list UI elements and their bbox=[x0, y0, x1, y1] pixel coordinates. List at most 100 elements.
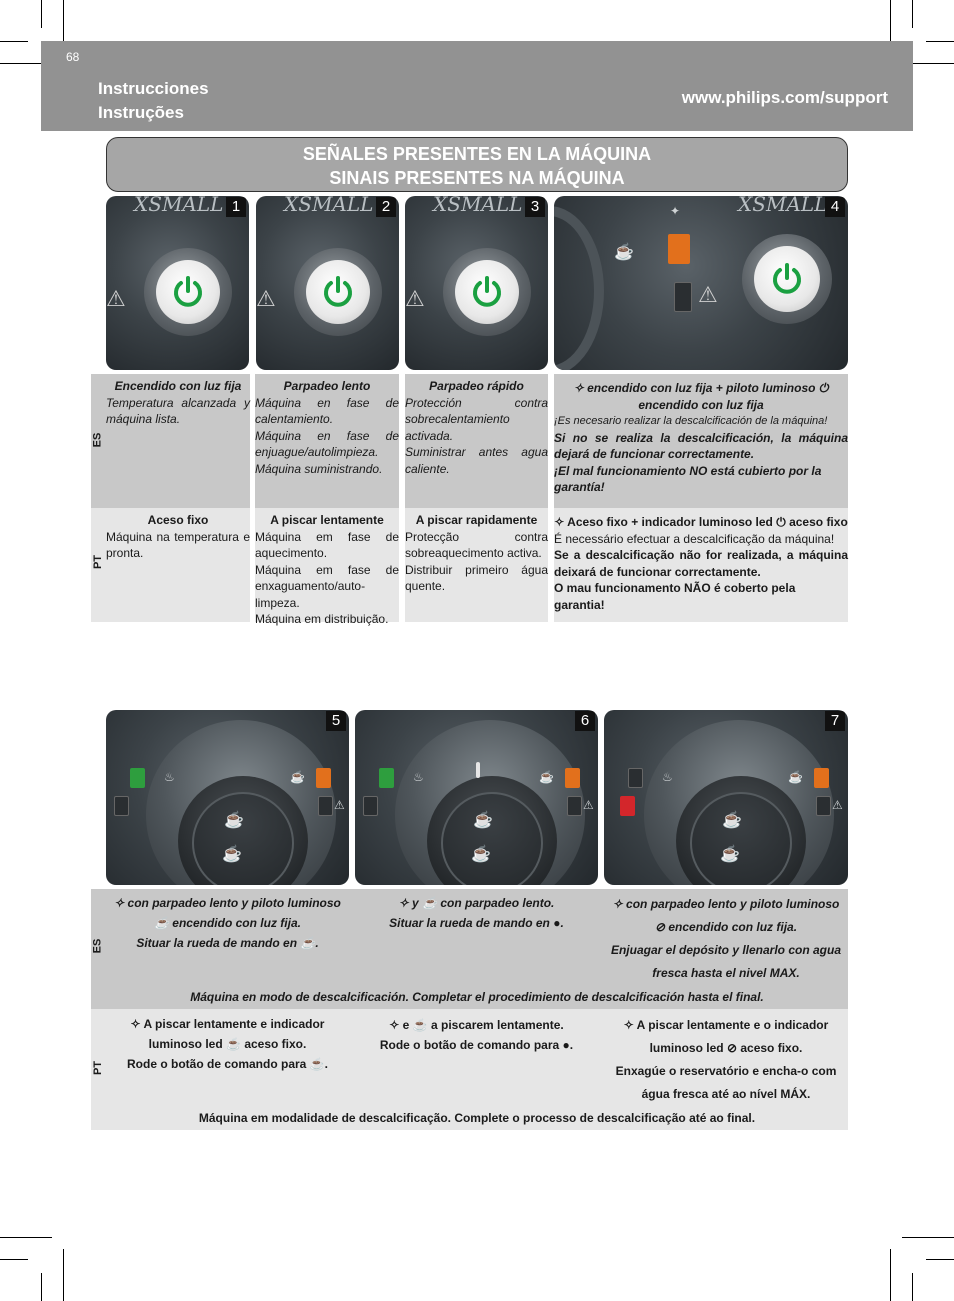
hot-water-icon: ☕ bbox=[309, 1057, 325, 1071]
led-off bbox=[567, 796, 582, 816]
warning-icon: ⚠ bbox=[698, 282, 718, 307]
hot-water-icon: ☕ bbox=[290, 770, 305, 784]
double-cup-icon: ☕ bbox=[720, 846, 740, 863]
led-off bbox=[674, 282, 692, 312]
descale-icon: ✧ bbox=[623, 1018, 634, 1032]
cup-icon: ☕ bbox=[224, 812, 244, 829]
lang-label-es: ES bbox=[91, 938, 104, 954]
brand-logo: XSMALL bbox=[284, 196, 374, 216]
support-url[interactable]: www.philips.com/support bbox=[681, 88, 888, 107]
cell-text: con parpadeo lento y piloto luminoso bbox=[626, 897, 840, 911]
cell-text: Enjuagar el depósito y llenarlo con agua… bbox=[610, 943, 842, 980]
page-header bbox=[41, 41, 913, 131]
cell-text: Suministrar antes agua caliente. bbox=[405, 445, 548, 476]
table1-pt-cell-4: ✧ Aceso fixo + indicador luminoso led ⏻ … bbox=[554, 508, 848, 622]
cell-text: encendido con luz fija. bbox=[668, 920, 798, 934]
photo-number: 1 bbox=[226, 197, 246, 217]
cell-text: Máquina na temperatura e pronta. bbox=[106, 529, 250, 561]
header-title-es: Instrucciones bbox=[98, 79, 209, 98]
photo-control-dial-5: ☕ ☕ ♨ ☕ ⚠ 5 bbox=[106, 710, 349, 885]
rinse-icon: ☕ bbox=[422, 896, 438, 910]
table1-es-cell-2: Parpadeo lento Máquina en fase de calent… bbox=[255, 374, 399, 508]
double-cup-icon: ☕ bbox=[471, 846, 491, 863]
cell-text: ¡Es necesario realizar la descalcificaci… bbox=[554, 415, 828, 427]
hot-water-icon: ☕ bbox=[788, 770, 803, 784]
cell-text: Protección contra sobrecalentamiento act… bbox=[405, 395, 548, 443]
table1-es-cell-3: Parpadeo rápido Protección contra sobrec… bbox=[405, 374, 548, 508]
rinse-icon: ☕ bbox=[412, 1018, 428, 1032]
table1-pt-cell-2: A piscar lentamente Máquina em fase de a… bbox=[255, 508, 399, 626]
table2-es-cell-2: ✧ y ☕ con parpadeo lento. Situar la rued… bbox=[355, 889, 598, 985]
crop-mark bbox=[912, 0, 913, 28]
rinse-icon: ☕ bbox=[154, 916, 169, 930]
table2-es-cell-1: ✧ con parpadeo lento y piloto luminoso ☕… bbox=[106, 893, 349, 953]
table1-es-cell-1: Encendido con luz fija Temperatura alcan… bbox=[106, 378, 250, 428]
cell-text: Máquina en fase de enjuague/autolimpieza… bbox=[255, 428, 399, 460]
power-icon bbox=[473, 276, 501, 307]
led-red bbox=[620, 796, 635, 816]
photo-descale-warning-4: XSMALL ✦ ☕ ⚠ 4 bbox=[554, 196, 848, 370]
cell-title: Encendido con luz fija bbox=[114, 379, 242, 393]
crop-mark bbox=[0, 1237, 52, 1238]
crop-mark bbox=[902, 63, 954, 64]
cup-icon: ☕ bbox=[722, 812, 742, 829]
cell-text: A piscar lentamente e indicador luminoso… bbox=[143, 1017, 325, 1051]
crop-mark bbox=[0, 1259, 28, 1260]
cell-text: Rode o botão de comando para bbox=[127, 1057, 307, 1071]
cup-icon: ☕ bbox=[473, 812, 493, 829]
table2-pt-cell-3: ✧ A piscar lentamente e o indicador lumi… bbox=[604, 1009, 848, 1106]
led-off bbox=[816, 796, 831, 816]
crop-mark bbox=[902, 1237, 954, 1238]
cell-title: encendido con luz fija + piloto luminoso bbox=[587, 381, 816, 395]
photo-power-button-2: XSMALL ⚠ 2 bbox=[256, 196, 399, 370]
cell-title: Aceso fixo + indicador luminoso led bbox=[567, 515, 773, 529]
warning-icon: ⚠ bbox=[256, 286, 276, 311]
power-icon: ⏻ bbox=[818, 381, 829, 395]
cell-text: Máquina em fase de aquecimento. bbox=[255, 529, 399, 561]
warning-icon: ⚠ bbox=[583, 798, 594, 812]
hot-water-icon: ☕ bbox=[539, 770, 554, 784]
cell-text: Si no se realiza la descalcificación, la… bbox=[554, 430, 848, 462]
cell-text: É necessário efectuar a descalcificação … bbox=[554, 531, 835, 546]
cell-text: con parpadeo lento y piloto luminoso bbox=[127, 896, 341, 910]
coffee-bean-icon: ● bbox=[553, 916, 561, 930]
photo-number: 4 bbox=[825, 197, 845, 217]
descale-icon: ✦ bbox=[670, 204, 681, 218]
lang-label-es: ES bbox=[91, 432, 104, 448]
descale-icon: ✧ bbox=[398, 896, 409, 910]
double-cup-icon: ☕ bbox=[222, 846, 242, 863]
crop-mark bbox=[926, 41, 954, 42]
cell-text: Rode o botão de comando para bbox=[379, 1038, 560, 1052]
cell-text: Temperatura alcanzada y máquina lista. bbox=[106, 395, 250, 427]
table1-pt-cell-3: A piscar rapidamente Protecção contra so… bbox=[405, 508, 548, 622]
crop-mark bbox=[890, 0, 891, 52]
crop-mark bbox=[0, 63, 52, 64]
cell-text: aceso fixo. bbox=[244, 1037, 307, 1051]
cell-text: O mau funcionamento NÃO é coberto pela g… bbox=[554, 581, 796, 612]
steam-icon: ♨ bbox=[413, 770, 424, 784]
warning-icon: ⚠ bbox=[832, 798, 843, 812]
steam-icon: ♨ bbox=[662, 770, 673, 784]
banner-title-pt: SINAIS PRESENTES NA MÁQUINA bbox=[329, 168, 625, 188]
cell-title: Parpadeo rápido bbox=[429, 379, 524, 393]
led-off bbox=[318, 796, 333, 816]
cell-title: A piscar lentamente bbox=[270, 513, 384, 527]
steam-icon: ♨ bbox=[164, 770, 175, 784]
banner-title-es: SEÑALES PRESENTES EN LA MÁQUINA bbox=[302, 144, 652, 164]
led-green bbox=[379, 768, 394, 788]
power-icon bbox=[324, 276, 352, 307]
photo-control-dial-7: ☕ ☕ ♨ ☕ ⚠ 7 bbox=[604, 710, 848, 885]
cell-text: y bbox=[412, 896, 419, 910]
no-water-icon: ⊘ bbox=[654, 920, 666, 934]
led-orange bbox=[565, 768, 580, 788]
page-number: 68 bbox=[66, 50, 80, 64]
crop-mark bbox=[926, 1259, 954, 1260]
cell-text: encendido con luz fija. bbox=[172, 916, 301, 930]
photo-number: 3 bbox=[525, 197, 545, 217]
no-water-icon: ⊘ bbox=[726, 1041, 738, 1055]
power-icon: ⏻ bbox=[776, 515, 786, 529]
warning-icon: ⚠ bbox=[106, 286, 126, 311]
cell-title: A piscar rapidamente bbox=[415, 513, 538, 527]
cell-text: Máquina em fase de enxaguamento/auto-lim… bbox=[255, 562, 399, 610]
descale-icon: ✧ bbox=[554, 515, 565, 529]
